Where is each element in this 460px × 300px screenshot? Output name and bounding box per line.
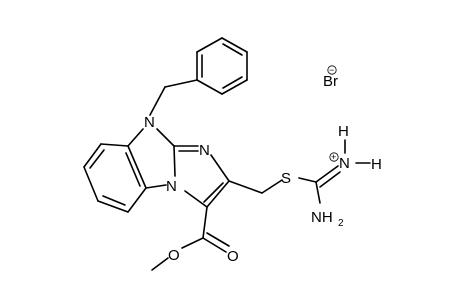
- bridge-nitrogen-label: N: [166, 178, 177, 195]
- benzo-ring: [83, 143, 147, 213]
- ring-ester-c-bond: [202, 206, 208, 239]
- ester-c-o-double: [202, 237, 227, 253]
- anion-charge-symbol: −: [327, 65, 337, 75]
- c-nh2-bond: [315, 181, 321, 204]
- methoxy-bond: [151, 257, 169, 271]
- cation-charge-label: +: [331, 152, 336, 162]
- iminium-hydrogen-top-label: H: [338, 123, 349, 140]
- ester-c-o-double-second: [206, 232, 230, 247]
- fused-imidazole-rings: [127, 128, 230, 208]
- sulfur-label: S: [281, 170, 291, 187]
- c-n-double-bond-second: [319, 171, 341, 188]
- iminium-hydrogen-right-label: H: [371, 156, 382, 173]
- ester-oxygen-double-label: O: [227, 248, 239, 265]
- benzyl-phenyl-ring: [196, 37, 248, 95]
- ch2-s-bond: [261, 179, 283, 194]
- ester-oxygen-single-label: O: [168, 247, 180, 264]
- c-n-double-bond: [315, 165, 339, 183]
- ring-ch2-bond: [228, 180, 263, 194]
- imine-nitrogen-label: N: [199, 142, 210, 159]
- bromide-label: Br: [323, 73, 338, 90]
- ester-c-o-single: [181, 237, 204, 249]
- anion-charge-label: −: [329, 65, 334, 75]
- benzyl-nitrogen-label: N: [144, 114, 155, 131]
- iminium-nitrogen-label: N: [339, 155, 350, 172]
- cation-charge-symbol: +: [329, 152, 339, 162]
- ch2-n-bond: [149, 86, 166, 116]
- amine-subscript-label: 2: [338, 218, 344, 229]
- benzyl-ch2-bond: [164, 79, 198, 88]
- amine-nh-label: NH: [311, 209, 333, 226]
- s-c-bond: [298, 177, 317, 183]
